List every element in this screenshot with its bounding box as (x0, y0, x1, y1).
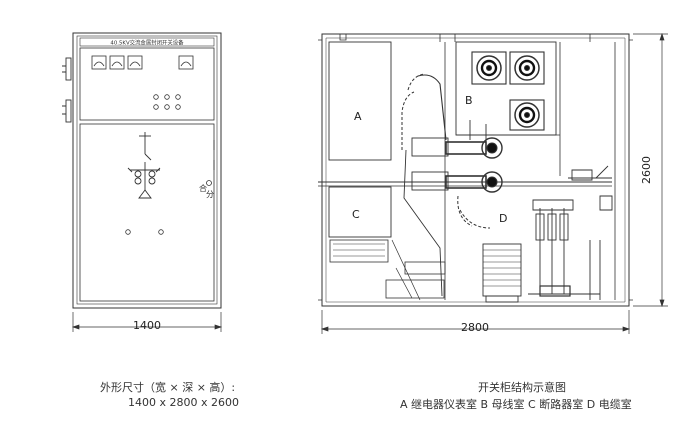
compartment-a-label: A (354, 110, 362, 123)
side-height-dimension (633, 32, 668, 308)
compartment-d (480, 196, 568, 240)
structure-title: 开关柜结构示意图 (478, 381, 566, 394)
breaker-door (79, 123, 215, 302)
side-height-label: 2600 (640, 156, 653, 184)
indicator-knobs (153, 94, 181, 110)
cable-terminations (528, 199, 600, 297)
single-line-diagram (127, 132, 161, 199)
overall-size-title: 外形尺寸（宽 × 深 × 高）: (100, 381, 236, 394)
meter-group (91, 55, 194, 70)
compartment-a (328, 41, 392, 161)
earthing-switch (568, 165, 613, 300)
busbar-bushings (471, 51, 545, 131)
nameplate-text: 40.5KV交流金属封闭开关设备 (110, 39, 184, 47)
switch-off-label: 分 (206, 190, 214, 199)
compartment-d-label: D (499, 212, 507, 225)
compartment-c (328, 186, 392, 238)
overall-size-values: 1400 x 2800 x 2600 (128, 396, 239, 409)
compartment-b-label: B (465, 94, 473, 107)
structure-legend: A 继电器仪表室 B 母线室 C 断路器室 D 电缆室 (400, 398, 632, 411)
door-handle-icon (62, 57, 72, 123)
compartment-c-label: C (352, 208, 360, 221)
side-depth-label: 2800 (461, 321, 489, 334)
operation-knob-icon (206, 180, 212, 186)
circuit-breaker (385, 73, 503, 301)
current-transformer (482, 243, 522, 303)
relay-panel (79, 47, 215, 121)
switch-on-label: 合 (199, 183, 207, 193)
front-width-label: 1400 (133, 319, 161, 332)
nameplate-frame (79, 37, 215, 47)
side-depth-dimension (320, 310, 631, 334)
side-view: A C B (318, 32, 668, 334)
front-width-dimension (71, 312, 223, 332)
front-cabinet-outline (72, 32, 222, 309)
front-view: 40.5KV交流金属封闭开关设备 (62, 32, 223, 332)
side-cabinet-outline (321, 33, 630, 307)
